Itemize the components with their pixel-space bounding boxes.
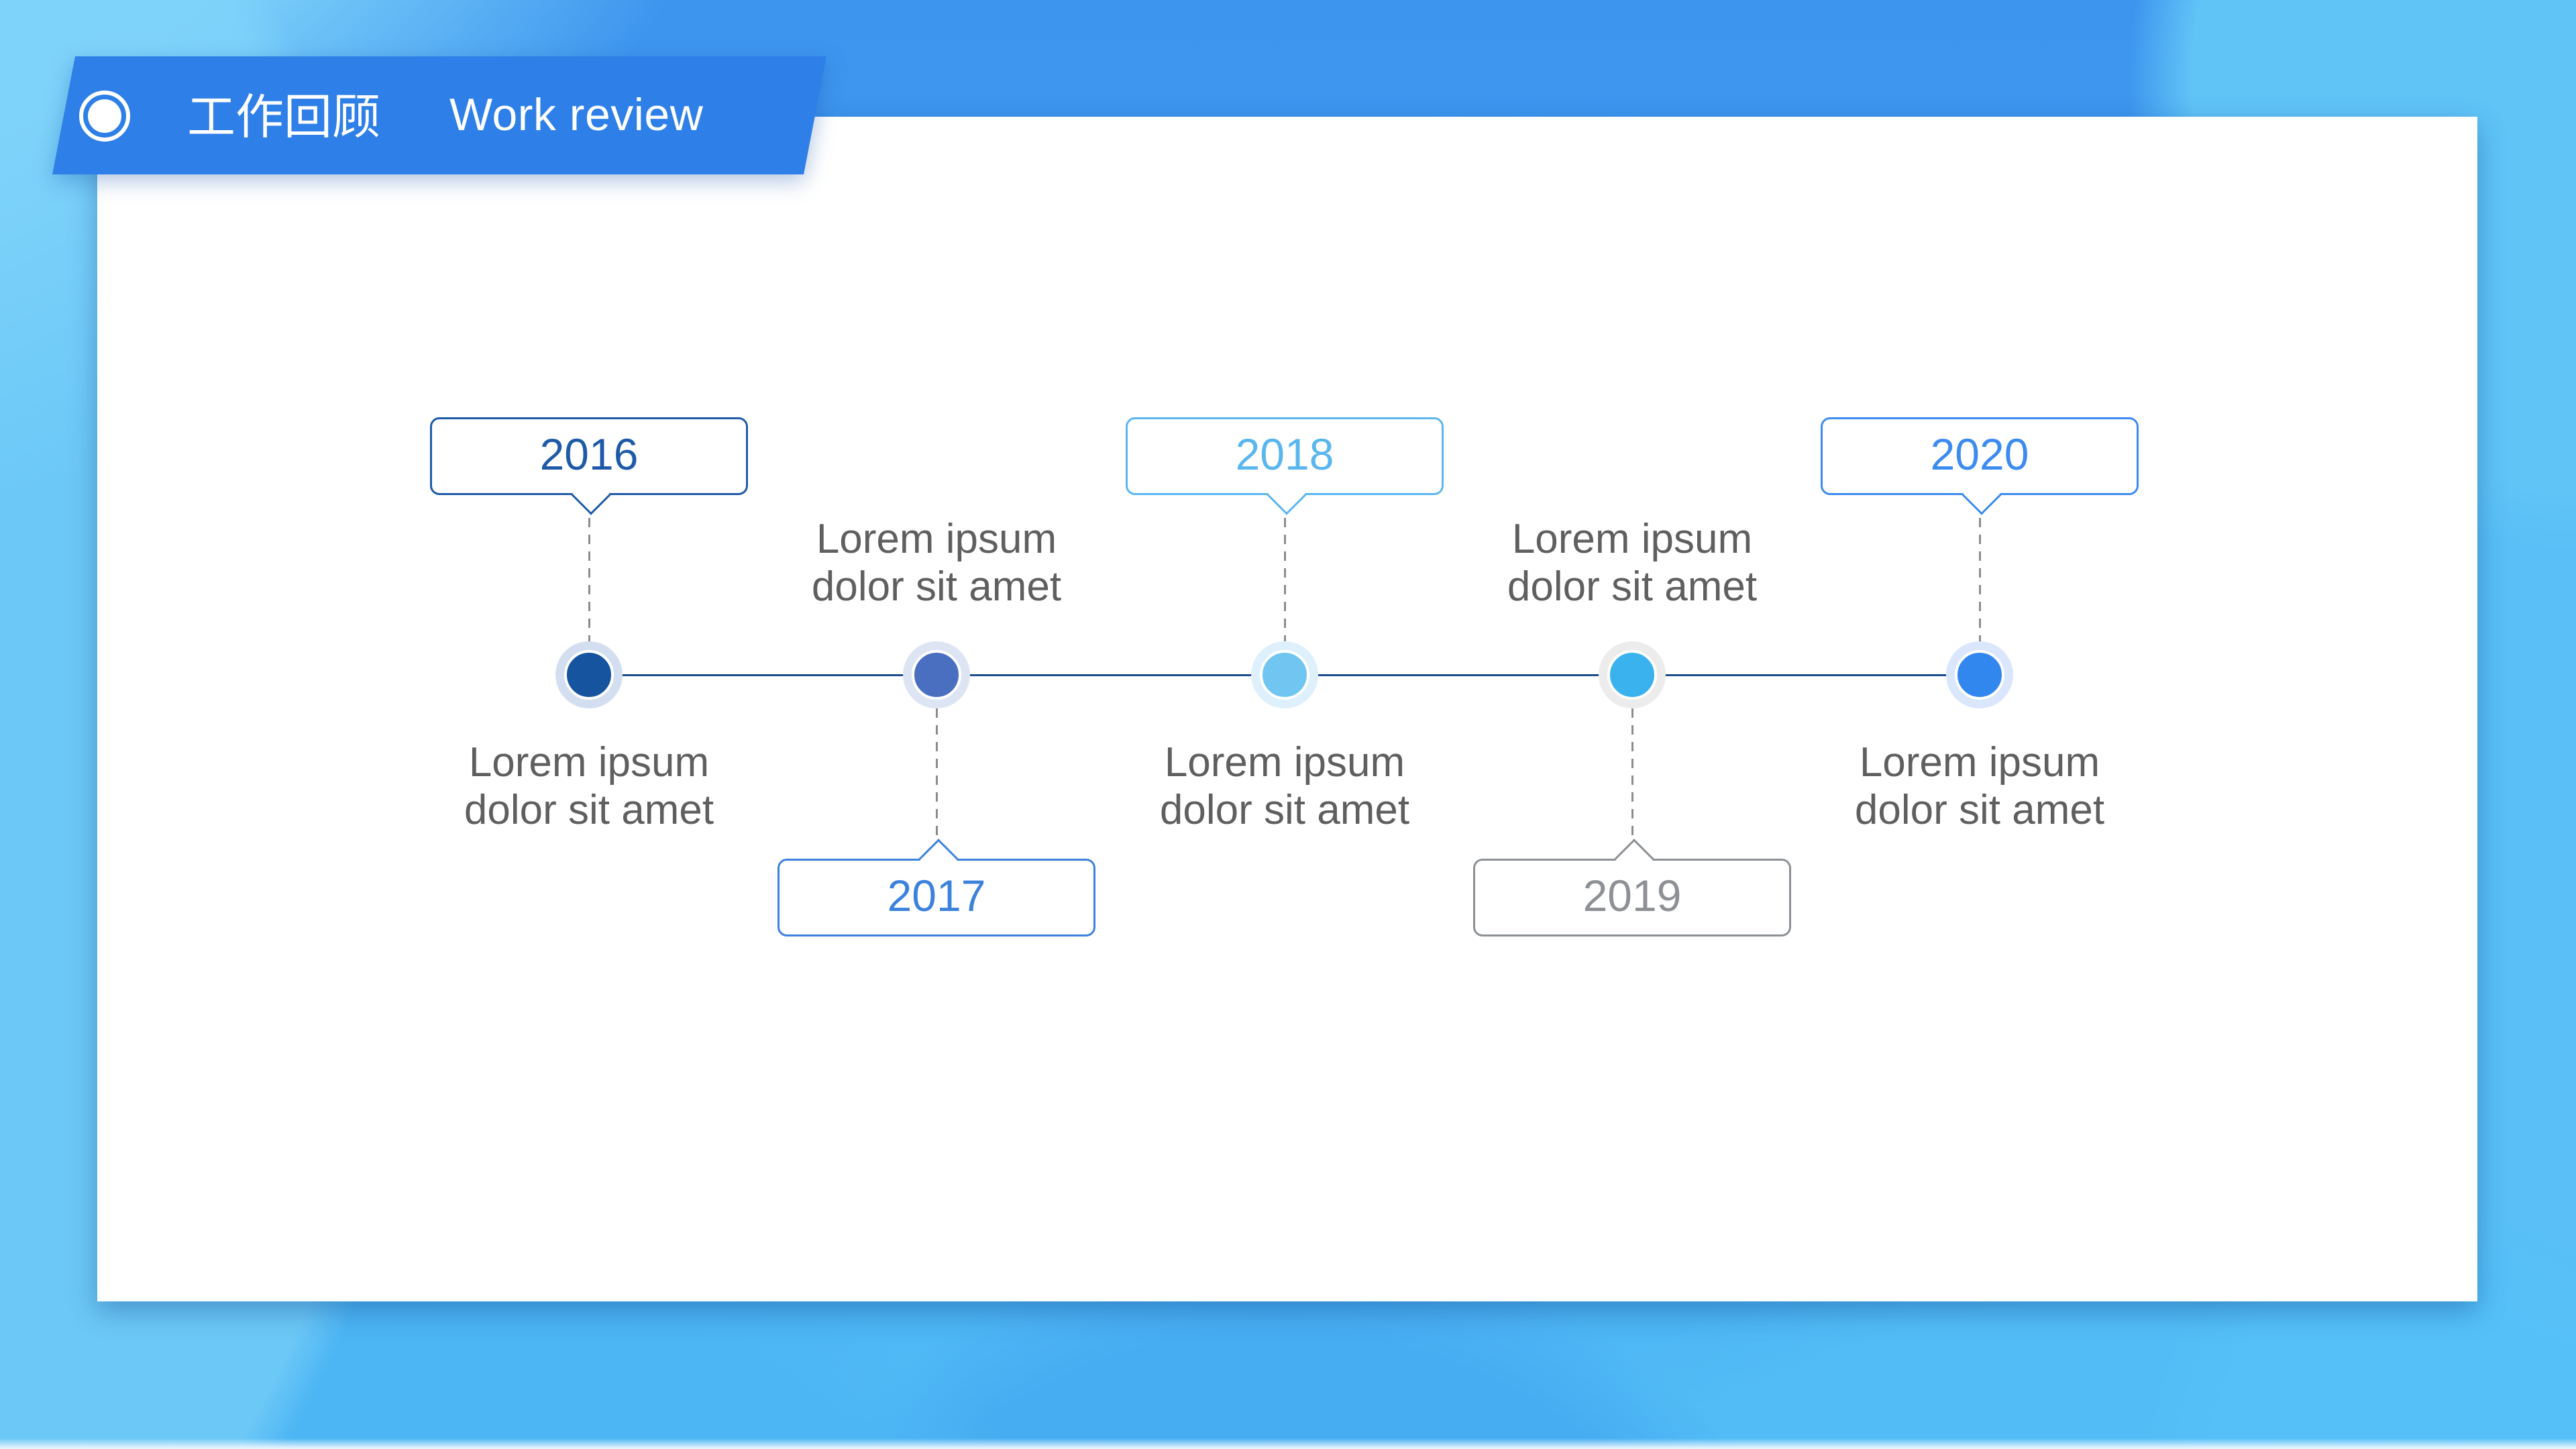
slide-card xyxy=(97,117,2477,1301)
year-callout[interactable]: 2020 xyxy=(1821,417,2139,515)
caption-line-2: dolor sit amet xyxy=(1159,787,1410,833)
year-callout-pointer xyxy=(1267,475,1307,515)
year-callout[interactable]: 2016 xyxy=(430,417,748,515)
timeline-connector-dashed-line xyxy=(1631,708,1633,837)
timeline-caption: Lorem ipsum dolor sit amet xyxy=(374,739,804,834)
year-label: 2020 xyxy=(1930,429,2029,479)
year-label: 2017 xyxy=(887,871,986,920)
year-callout-pointer xyxy=(1962,475,2002,515)
caption-line-2: dolor sit amet xyxy=(1507,564,1758,610)
year-label: 2018 xyxy=(1235,429,1334,479)
timeline-dot[interactable] xyxy=(1955,650,2004,700)
slide-title-zh: 工作回顾 xyxy=(0,0,1,1)
timeline-caption: Lorem ipsum dolor sit amet xyxy=(1070,739,1499,834)
caption-line-1: Lorem ipsum xyxy=(468,739,710,786)
timeline-dot[interactable] xyxy=(912,650,961,700)
slide-title-en: Work review xyxy=(449,89,704,140)
timeline-connector-dashed-line xyxy=(1978,518,1981,641)
timeline-caption: Lorem ipsum dolor sit amet xyxy=(722,515,1151,610)
caption-line-1: Lorem ipsum xyxy=(816,516,1057,562)
header-banner-shape xyxy=(52,56,826,174)
caption-line-2: dolor sit amet xyxy=(464,787,714,833)
caption-line-1: Lorem ipsum xyxy=(1859,739,2100,786)
year-label: 2016 xyxy=(539,429,639,479)
header-banner: 工作回顾 Work review xyxy=(0,0,872,221)
caption-line-2: dolor sit amet xyxy=(811,564,1062,610)
timeline-connector-dashed-line xyxy=(1283,518,1286,641)
timeline-connector-dashed-line xyxy=(588,518,590,641)
timeline-dot[interactable] xyxy=(1607,650,1657,700)
timeline-dot[interactable] xyxy=(1260,650,1309,700)
caption-line-1: Lorem ipsum xyxy=(1164,739,1405,786)
caption-line-1: Lorem ipsum xyxy=(1511,516,1753,562)
timeline-connector-dashed-line xyxy=(935,708,938,837)
title-zh-glyphs xyxy=(189,93,379,138)
year-callout[interactable]: 2018 xyxy=(1126,417,1444,515)
year-callout[interactable]: 2019 xyxy=(1473,839,1791,936)
timeline-dot[interactable] xyxy=(564,650,614,700)
bottom-light-strip xyxy=(0,1438,2576,1449)
year-label: 2019 xyxy=(1582,871,1682,920)
caption-line-2: dolor sit amet xyxy=(1854,787,2105,833)
ring-circle-icon xyxy=(79,91,130,142)
year-callout-pointer xyxy=(571,475,611,515)
timeline-caption: Lorem ipsum dolor sit amet xyxy=(1765,739,2194,834)
year-callout[interactable]: 2017 xyxy=(777,839,1095,936)
timeline-caption: Lorem ipsum dolor sit amet xyxy=(1417,515,1847,610)
